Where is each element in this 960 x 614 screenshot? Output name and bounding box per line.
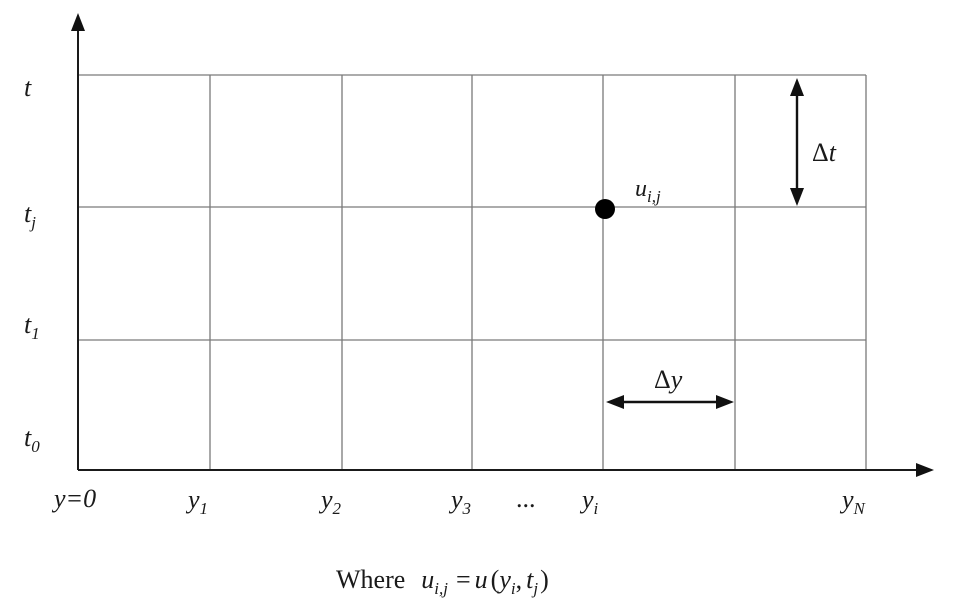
delta-y-arrow-left (606, 395, 624, 409)
y-axis-arrowhead (916, 463, 934, 477)
t-axis-arrowhead (71, 13, 85, 31)
y-label-0: y=0 (51, 484, 96, 513)
t-label-0: t0 (24, 423, 40, 456)
y-label-ellipsis: ... (516, 484, 536, 513)
t-label-top: t (24, 73, 32, 102)
delta-t-measure: Δt (790, 78, 837, 206)
grid-node: ui,j (595, 176, 661, 219)
node-label: ui,j (635, 176, 661, 206)
delta-y-label: Δy (654, 365, 683, 394)
node-point (595, 199, 615, 219)
y-label-3: y3 (448, 485, 471, 518)
delta-t-arrow-down (790, 188, 804, 206)
grid (78, 74, 867, 470)
t-axis-labels: t tj t1 t0 (24, 73, 40, 456)
delta-y-measure: Δy (606, 365, 734, 409)
delta-y-arrow-right (716, 395, 734, 409)
delta-t-arrow-up (790, 78, 804, 96)
y-label-2: y2 (318, 485, 342, 518)
axes (71, 13, 934, 477)
caption-prefix: Where (336, 565, 405, 594)
y-axis-labels: y=0 y1 y2 y3 ... yi yN (51, 484, 867, 518)
y-label-i: yi (579, 485, 599, 518)
delta-t-label: Δt (812, 138, 837, 167)
t-label-1: t1 (24, 310, 40, 343)
y-label-N: yN (839, 485, 867, 518)
y-label-1: y1 (185, 485, 208, 518)
t-label-j: tj (24, 199, 36, 232)
